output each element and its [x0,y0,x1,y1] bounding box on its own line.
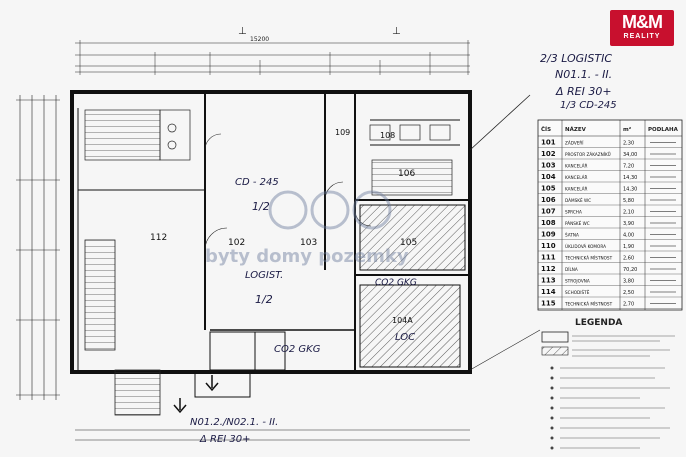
room-number: 102 [228,238,245,248]
table-cell: 2,10 [623,210,634,216]
svg-text:1/2: 1/2 [252,200,270,213]
door-swings [204,133,372,251]
table-cell: 102 [541,150,556,158]
legend-block: LEGENDA [541,318,675,450]
table-cell: TECHNICKÁ MÍSTNOST [564,302,613,307]
table-cell: KANCELÁŘ [565,164,588,169]
table-cell: 5,80 [623,198,634,204]
table-cell: 7,20 [623,164,634,170]
legend-title: LEGENDA [575,318,622,328]
table-cell: 70,20 [623,267,637,273]
room-number: 109 [335,128,350,137]
table-cell: 106 [541,196,556,204]
table-cell: 3,80 [623,279,634,285]
room-number: 106 [398,169,415,179]
table-cell: PÁNSKÉ WC [565,221,590,226]
svg-text:LOC: LOC [395,332,415,343]
table-cell: 1,90 [623,244,634,250]
watermark: byty domy pozemky [205,190,409,267]
bottom-arrows [173,375,219,414]
table-cell: KANCELÁŘ [565,187,588,192]
table-cell: 2,60 [623,256,634,262]
logo-sub-text: REALITY [623,33,661,40]
table-cell: 34,00 [623,152,637,158]
sanitary-fixtures [84,109,453,196]
svg-text:CO2 GKG: CO2 GKG [274,344,321,355]
table-cell: 113 [541,277,556,285]
table-cell: 105 [541,185,556,193]
room-number: 108 [380,131,395,140]
svg-text:2/3 LOGISTIC: 2/3 LOGISTIC [540,52,612,65]
table-cell: 110 [541,242,556,250]
table-header: ČÍS [541,125,551,133]
svg-text:CD - 245: CD - 245 [235,177,279,188]
table-header: PODLAHA [648,127,679,133]
svg-text:LOGIST.: LOGIST. [245,270,283,281]
leader-line [469,94,531,151]
table-cell: 2,50 [623,290,634,296]
logo-main-text: M&M [622,12,663,32]
table-cell: 14,30 [623,175,637,181]
table-cell: DÁMSKÉ WC [565,198,591,203]
table-cell: PROSTOR ZÁKAZNÍKŮ [565,152,611,157]
table-cell: STROJOVNA [565,279,590,284]
table-cell: 2,70 [623,302,634,308]
svg-text:N01.1. - II.: N01.1. - II. [555,68,612,81]
table-cell: 114 [541,288,556,296]
table-cell: 111 [541,254,556,262]
dimension-lines [16,40,470,441]
table-cell: ŠATNA [565,233,579,238]
svg-text:Δ REI 30+: Δ REI 30+ [555,85,612,98]
table-cell: 109 [541,231,556,239]
svg-text:byty domy pozemky: byty domy pozemky [205,246,409,267]
table-cell: 14,30 [623,187,637,193]
table-cell: TECHNICKÁ MÍSTNOST [564,256,613,261]
table-cell: DÍLNA [565,267,578,272]
room-number: 103 [300,238,317,248]
table-cell: KANCELÁŘ [565,175,588,180]
table-cell: 107 [541,208,556,216]
handwritten-notes: 2/3 LOGISTIC N01.1. - II. Δ REI 30+ 1/3 … [190,52,617,445]
table-cell: 108 [541,219,556,227]
room-number: 112 [150,233,167,243]
brand-logo: M&M REALITY [610,10,674,46]
table-cell: 4,00 [623,233,634,239]
hatched-room-105 [359,204,466,271]
table-cell: 2,30 [623,141,634,147]
room-number: 105 [400,238,417,248]
table-cell: 112 [541,265,556,273]
svg-text:Δ REI 30+: Δ REI 30+ [199,434,251,445]
table-cell: ÚKLIDOVÁ KOMORA [565,244,606,249]
table-cell: 115 [541,300,556,308]
room-number: 104A [392,316,413,325]
table-cell: 103 [541,162,556,170]
table-cell: 3,90 [623,221,634,227]
svg-text:⊥: ⊥ [392,26,401,37]
svg-text:1/3 CD-245: 1/3 CD-245 [560,100,617,111]
hatched-room-104a [359,284,461,368]
room-table: ČÍS NÁZEV m² PODLAHA 101 ZÁDVEŘÍ 2,30 102 PROSTO… [537,119,683,311]
svg-text:1/2: 1/2 [255,293,273,306]
table-cell: 101 [541,139,556,147]
top-mark: ⊥ [238,26,247,37]
table-cell: ZÁDVEŘÍ [565,141,584,146]
table-cell: 104 [541,173,556,181]
top-dimension-label: 15200 [250,36,269,43]
svg-text:CO2 GKG: CO2 GKG [375,278,417,288]
staircase [84,239,161,416]
table-header: NÁZEV [565,126,587,133]
table-header: m² [623,126,632,133]
svg-text:N01.2./N02.1. - II.: N01.2./N02.1. - II. [190,417,278,428]
table-cell: SCHODIŠTĚ [565,290,590,295]
bottom-small-rooms [194,331,286,398]
table-cell: SPRCHA [565,210,582,215]
